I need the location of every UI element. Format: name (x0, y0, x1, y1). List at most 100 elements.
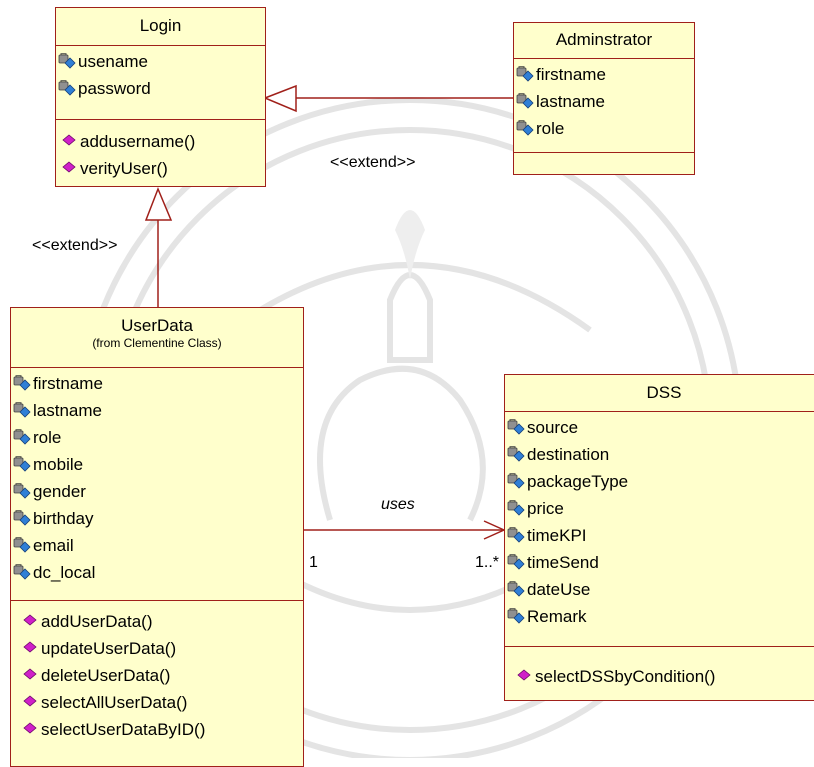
attribute-row[interactable]: firstname (516, 61, 694, 88)
attribute-row[interactable]: email (13, 532, 303, 559)
attribute-name: timeKPI (527, 525, 587, 545)
class-dss-operations: selectDSSbyCondition() (505, 647, 814, 690)
operation-row[interactable]: selectDSSbyCondition() (517, 663, 814, 690)
attribute-row[interactable]: Remark (507, 603, 814, 630)
attribute-row[interactable]: source (507, 414, 814, 441)
lock-attribute-icon (516, 119, 534, 136)
lock-attribute-icon (507, 553, 525, 570)
operation-diamond-icon (23, 667, 37, 680)
class-userdata[interactable]: UserData (from Clementine Class) firstna… (10, 307, 304, 767)
operation-diamond-icon (23, 640, 37, 653)
operation-name: deleteUserData() (41, 665, 171, 685)
class-userdata-name: UserData (121, 316, 193, 335)
lock-attribute-icon (507, 607, 525, 624)
attribute-row[interactable]: timeSend (507, 549, 814, 576)
extend-label-admin: <<extend>> (330, 154, 416, 171)
attribute-name: password (78, 78, 151, 98)
class-adminstrator[interactable]: Adminstrator firstname lastname role (513, 22, 695, 175)
class-adminstrator-header: Adminstrator (514, 23, 694, 59)
operation-name: verityUser() (80, 158, 168, 178)
operation-diamond-icon (62, 160, 76, 173)
multiplicity-left: 1 (309, 554, 318, 571)
attribute-name: role (33, 427, 62, 447)
attribute-row[interactable]: dateUse (507, 576, 814, 603)
uses-label: uses (381, 496, 415, 513)
operation-row[interactable]: deleteUserData() (23, 662, 303, 689)
operation-name: selectAllUserData() (41, 692, 188, 712)
attribute-name: mobile (33, 454, 84, 474)
lock-attribute-icon (13, 536, 31, 553)
operation-row[interactable]: updateUserData() (23, 635, 303, 662)
generalization-arrowhead-admin (262, 84, 297, 113)
lock-attribute-icon (13, 401, 31, 418)
operation-name: updateUserData() (41, 638, 177, 658)
attribute-row[interactable]: lastname (13, 397, 303, 424)
attribute-row[interactable]: birthday (13, 505, 303, 532)
operation-row[interactable]: selectUserDataByID() (23, 716, 303, 743)
operation-row[interactable]: addusername() (62, 128, 265, 155)
attribute-row[interactable]: destination (507, 441, 814, 468)
attribute-row[interactable]: dc_local (13, 559, 303, 586)
attribute-row[interactable]: mobile (13, 451, 303, 478)
attribute-name: dateUse (527, 579, 591, 599)
attribute-row[interactable]: usename (58, 48, 265, 75)
operation-diamond-icon (23, 694, 37, 707)
lock-attribute-icon (516, 65, 534, 82)
class-login-attributes: usename password (56, 46, 265, 120)
operation-diamond-icon (23, 721, 37, 734)
class-dss-header: DSS (505, 375, 814, 412)
operation-name: selectDSSbyCondition() (535, 666, 716, 686)
operation-row[interactable]: verityUser() (62, 155, 265, 182)
attribute-name: lastname (33, 400, 102, 420)
attribute-name: source (527, 417, 579, 437)
attribute-name: birthday (33, 508, 94, 528)
attribute-name: dc_local (33, 562, 96, 582)
attribute-row[interactable]: packageType (507, 468, 814, 495)
attribute-name: email (33, 535, 74, 555)
attribute-row[interactable]: role (516, 115, 694, 142)
lock-attribute-icon (507, 580, 525, 597)
class-login[interactable]: Login usename password addusername() verit… (55, 7, 266, 187)
attribute-row[interactable]: lastname (516, 88, 694, 115)
class-adminstrator-attributes: firstname lastname role (514, 59, 694, 153)
lock-attribute-icon (507, 499, 525, 516)
attribute-name: timeSend (527, 552, 599, 572)
operation-row[interactable]: selectAllUserData() (23, 689, 303, 716)
lock-attribute-icon (13, 482, 31, 499)
class-userdata-header: UserData (from Clementine Class) (11, 308, 303, 368)
class-login-operations: addusername() verityUser() (56, 120, 265, 182)
attribute-name: destination (527, 444, 610, 464)
operation-row[interactable]: addUserData() (23, 608, 303, 635)
attribute-name: gender (33, 481, 86, 501)
lock-attribute-icon (13, 563, 31, 580)
operation-diamond-icon (23, 613, 37, 626)
lock-attribute-icon (507, 418, 525, 435)
class-dss-name: DSS (646, 383, 682, 402)
lock-attribute-icon (516, 92, 534, 109)
attribute-name: usename (78, 51, 148, 71)
class-userdata-subtitle: (from Clementine Class) (92, 336, 222, 350)
generalization-arrowhead-userdata (144, 186, 173, 221)
lock-attribute-icon (507, 472, 525, 489)
operation-diamond-icon (62, 133, 76, 146)
attribute-row[interactable]: password (58, 75, 265, 102)
attribute-row[interactable]: price (507, 495, 814, 522)
class-login-name: Login (139, 16, 182, 35)
class-login-header: Login (56, 8, 265, 46)
attribute-row[interactable]: gender (13, 478, 303, 505)
attribute-name: firstname (33, 373, 103, 393)
attribute-row[interactable]: firstname (13, 370, 303, 397)
class-userdata-attributes: firstname lastname role mobile gender birthda… (11, 368, 303, 601)
multiplicity-right: 1..* (475, 554, 500, 571)
attribute-name: lastname (536, 91, 605, 111)
extend-label-userdata: <<extend>> (32, 237, 118, 254)
lock-attribute-icon (13, 428, 31, 445)
attribute-name: firstname (536, 64, 606, 84)
operation-name: addUserData() (41, 611, 153, 631)
attribute-row[interactable]: timeKPI (507, 522, 814, 549)
attribute-row[interactable]: role (13, 424, 303, 451)
lock-attribute-icon (13, 374, 31, 391)
